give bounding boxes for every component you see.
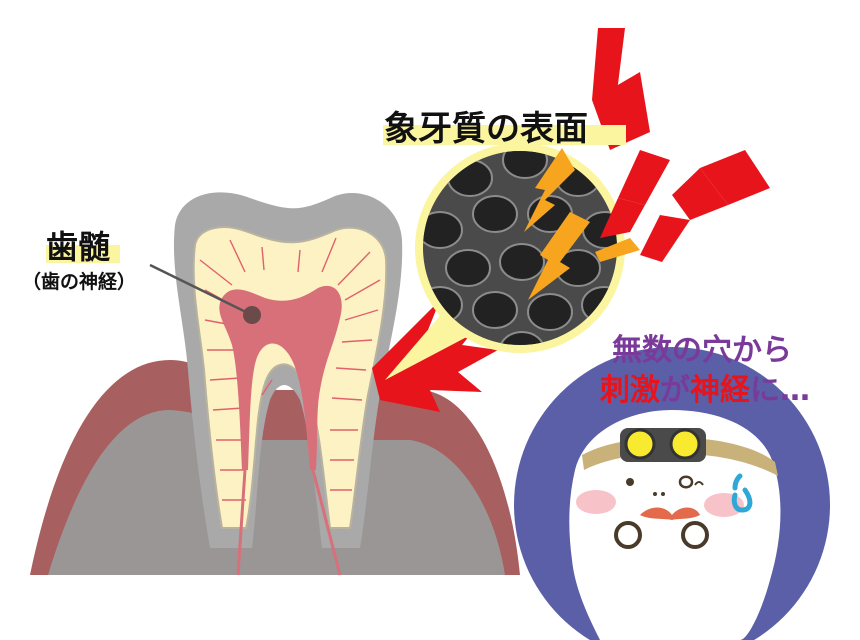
lightning-bolt-icon: [524, 28, 770, 300]
speech-line-2: 刺激が神経に…: [600, 373, 810, 408]
pulp-label: 歯髄: [46, 228, 110, 266]
zoom-circle: [415, 143, 625, 353]
dentin-label-highlight: [383, 125, 626, 145]
tooth-pulp: [219, 285, 342, 576]
bone-tissue: [48, 410, 505, 575]
speech-stimulus: 刺激: [600, 373, 660, 408]
speech-end: に…: [750, 373, 810, 408]
speech-ga: が: [660, 373, 690, 408]
speech-line-1: 無数の穴から: [612, 333, 792, 368]
sweat-drop-icon: [731, 473, 753, 513]
dentin-surface-label: 象牙質の表面: [384, 109, 588, 149]
tooth-character-icon: [514, 347, 830, 640]
pulp-sublabel: （歯の神経）: [22, 270, 136, 293]
pulp-leader-line: [149, 263, 261, 324]
speech-nerve: 神経: [690, 373, 751, 408]
pulp-label-highlight: [46, 245, 120, 263]
